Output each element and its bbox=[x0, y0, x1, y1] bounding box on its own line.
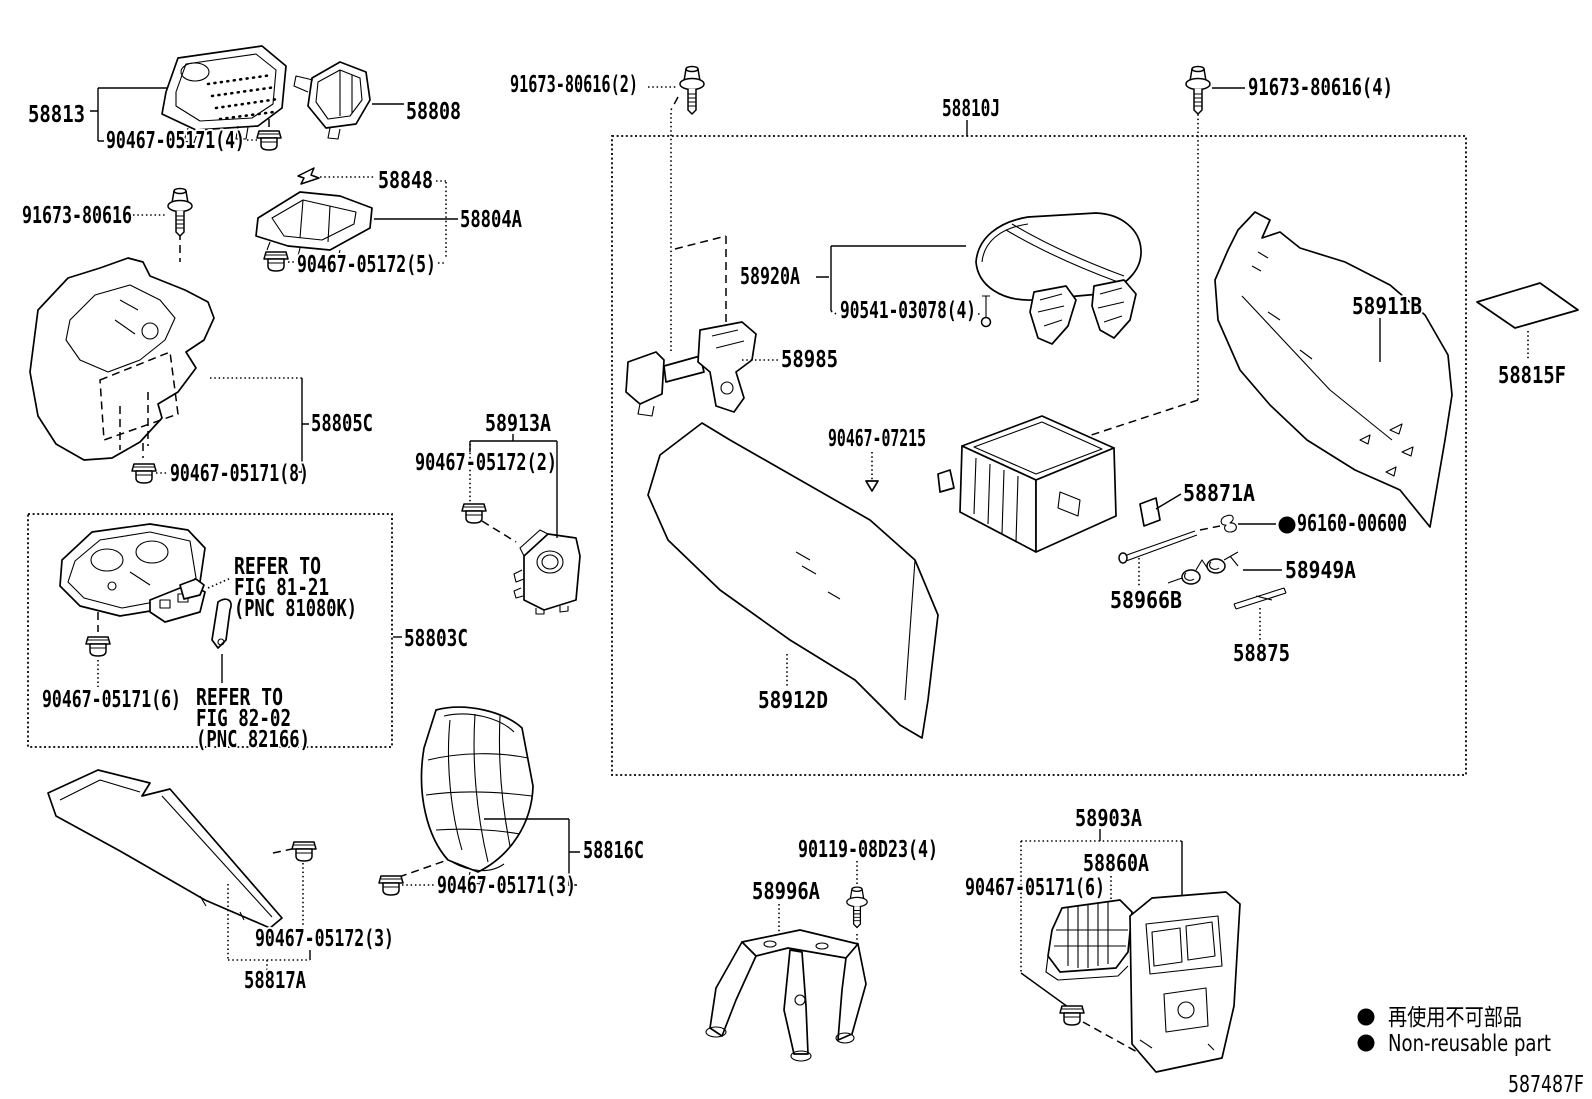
part-labels: 58813 90467-05171(4) 58808 58848 58804A … bbox=[20, 70, 1568, 996]
part-label-90467-05171-4: 90467-05171(4) bbox=[106, 128, 245, 154]
part-label-58949A: 58949A bbox=[1285, 558, 1356, 584]
part-label-90467-05171-8: 90467-05171(8) bbox=[170, 461, 309, 487]
bolt-icon bbox=[679, 65, 705, 115]
refer-note-81-21-line3: (PNC 81080K) bbox=[234, 596, 357, 622]
clip-icon bbox=[461, 503, 487, 524]
drawing-58966B-rod bbox=[1118, 530, 1198, 564]
sub-assembly-box-58803C bbox=[27, 513, 393, 748]
clip-icon bbox=[378, 875, 404, 896]
drawing-58911B-inner-side-panel bbox=[1214, 211, 1453, 528]
part-label-58920A: 58920A bbox=[740, 264, 800, 290]
part-label-90467-05171-3: 90467-05171(3) bbox=[437, 873, 576, 899]
part-label-58803C: 58803C bbox=[404, 626, 468, 652]
drawing-58805C-upper-panel bbox=[29, 257, 215, 461]
drawing-58985-bracket bbox=[625, 321, 757, 417]
part-label-90467-05172-5: 90467-05172(5) bbox=[297, 252, 436, 278]
group-boxes bbox=[27, 135, 1467, 776]
part-label-58912D: 58912D bbox=[758, 688, 828, 714]
part-label-58815F: 58815F bbox=[1498, 363, 1566, 389]
legend-text-japanese: 再使用不可部品 bbox=[1388, 1005, 1522, 1031]
fastener-icons bbox=[85, 65, 1296, 1026]
legend: 再使用不可部品 Non-reusable part 587487F bbox=[1357, 1003, 1586, 1099]
part-label-58848: 58848 bbox=[378, 168, 433, 194]
part-drawings bbox=[29, 45, 1579, 1073]
main-assembly-box-58810J bbox=[611, 135, 1467, 776]
refer-note-82-02-line3: (PNC 82166) bbox=[196, 727, 310, 753]
clip-icon bbox=[1059, 1005, 1085, 1026]
drawing-58913A-outlet-cover bbox=[513, 529, 581, 615]
reference-notes: REFER TO FIG 81-21 (PNC 81080K) REFER TO… bbox=[194, 552, 359, 755]
clip-icon bbox=[85, 636, 111, 657]
part-label-58810J: 58810J bbox=[942, 96, 1000, 122]
part-label-58808: 58808 bbox=[406, 99, 461, 125]
drawing-58804A-shift-bezel bbox=[255, 191, 373, 259]
drawing-58808-console-bin bbox=[293, 61, 371, 140]
part-label-58813: 58813 bbox=[28, 102, 85, 128]
part-label-58805C: 58805C bbox=[311, 411, 373, 437]
part-label-58875: 58875 bbox=[1233, 641, 1290, 667]
refer-note-81-21-line1: REFER TO bbox=[234, 554, 321, 580]
drawing-58848-clip bbox=[297, 167, 320, 185]
drawing-58817A-trim-panel bbox=[47, 769, 283, 929]
clip-icon bbox=[263, 251, 289, 272]
leader-lines bbox=[90, 86, 1529, 972]
part-label-90467-07215: 90467-07215 bbox=[828, 426, 926, 452]
drawing-58813-console-tray bbox=[161, 45, 287, 144]
drawing-58803C-cup-holder bbox=[59, 523, 232, 649]
part-label-58911B: 58911B bbox=[1352, 294, 1422, 320]
drawing-58949A-spring-set bbox=[1167, 551, 1239, 585]
drawing-58903A-rear-panel bbox=[1129, 891, 1241, 1073]
part-label-91673-80616-4: 91673-80616(4) bbox=[1248, 75, 1393, 101]
legend-dot-en bbox=[1357, 1034, 1375, 1052]
clip-icon bbox=[291, 841, 317, 862]
drawing-console-storage-box bbox=[937, 415, 1117, 553]
part-label-90119-08D23-4: 90119-08D23(4) bbox=[798, 837, 938, 863]
drawing-96160-hook-clip bbox=[1220, 514, 1237, 533]
non-reusable-dot bbox=[1278, 516, 1296, 534]
part-label-90467-05171-6b: 90467-05171(6) bbox=[965, 875, 1105, 901]
drawing-58912D-console-side-panel bbox=[647, 422, 939, 739]
part-label-90467-05172-3: 90467-05172(3) bbox=[255, 926, 394, 952]
clip-icon bbox=[256, 130, 282, 151]
drawing-58875-rod bbox=[1233, 587, 1287, 610]
part-label-58817A: 58817A bbox=[244, 968, 306, 994]
legend-dot-jp bbox=[1357, 1008, 1375, 1026]
drawing-58871A-tag bbox=[1139, 497, 1161, 527]
part-label-58804A: 58804A bbox=[460, 207, 522, 233]
part-label-58903A: 58903A bbox=[1075, 806, 1142, 832]
drawing-58815F-pad bbox=[1476, 282, 1579, 329]
refer-note-81-21-line2: FIG 81-21 bbox=[234, 575, 329, 601]
part-label-90467-05172-2: 90467-05172(2) bbox=[415, 450, 557, 476]
bolt-icon bbox=[846, 886, 868, 929]
drawing-58920A-armrest bbox=[975, 212, 1142, 345]
clip-icon bbox=[131, 463, 157, 484]
part-label-58816C: 58816C bbox=[583, 838, 644, 864]
part-label-58871A: 58871A bbox=[1183, 481, 1255, 507]
part-label-91673-80616: 91673-80616 bbox=[22, 203, 132, 229]
refer-note-82-02-line1: REFER TO bbox=[196, 685, 283, 711]
part-label-58966B: 58966B bbox=[1110, 588, 1182, 614]
part-label-90467-05171-6a: 90467-05171(6) bbox=[42, 687, 181, 713]
part-label-96160-00600: 96160-00600 bbox=[1297, 511, 1407, 537]
drawing-58816C-side-panel bbox=[420, 706, 534, 885]
drawing-58860A-vent-grille bbox=[1045, 899, 1133, 981]
figure-code: 587487F bbox=[1508, 1072, 1584, 1098]
bolt-icon bbox=[167, 187, 193, 237]
pin-icon bbox=[980, 295, 992, 328]
part-label-58913A: 58913A bbox=[485, 411, 551, 437]
drawing-58996A-carrier-bracket bbox=[705, 929, 867, 1062]
part-label-58996A: 58996A bbox=[752, 879, 820, 905]
refer-note-82-02-line2: FIG 82-02 bbox=[196, 706, 291, 732]
part-label-58860A: 58860A bbox=[1083, 851, 1149, 877]
legend-text-english: Non-reusable part bbox=[1388, 1031, 1551, 1057]
part-label-90541-03078-4: 90541-03078(4) bbox=[840, 298, 976, 324]
part-label-91673-80616-2: 91673-80616(2) bbox=[510, 72, 638, 98]
bolt-icon bbox=[1185, 65, 1211, 115]
part-label-58985: 58985 bbox=[781, 347, 838, 373]
